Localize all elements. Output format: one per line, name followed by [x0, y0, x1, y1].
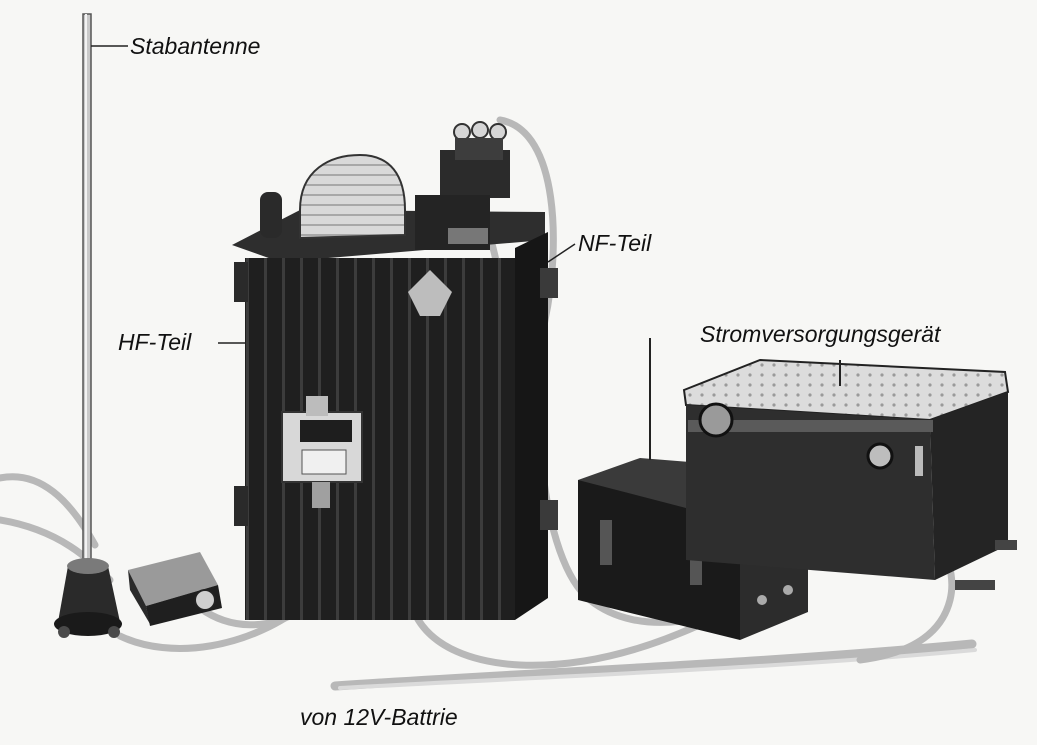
transceiver-unit	[232, 121, 558, 620]
rod-antenna	[54, 13, 128, 638]
nf-leader-line	[547, 243, 576, 263]
star-knob	[408, 270, 452, 316]
ribbed-knob-cap	[299, 153, 406, 240]
nf-part-label: NF-Teil	[578, 230, 652, 256]
antenna-label: Stabantenne	[130, 33, 261, 59]
antenna-base	[58, 566, 120, 622]
antenna-coupler-box	[128, 552, 222, 626]
power-supply-unit	[682, 358, 1017, 590]
hf-part-label: HF-Teil	[118, 329, 192, 355]
power-supply-label: Stromversorgungsgerät	[700, 321, 941, 347]
battery-label: von 12V-Battrie	[300, 704, 458, 730]
power-indicator-lamp	[698, 402, 734, 438]
